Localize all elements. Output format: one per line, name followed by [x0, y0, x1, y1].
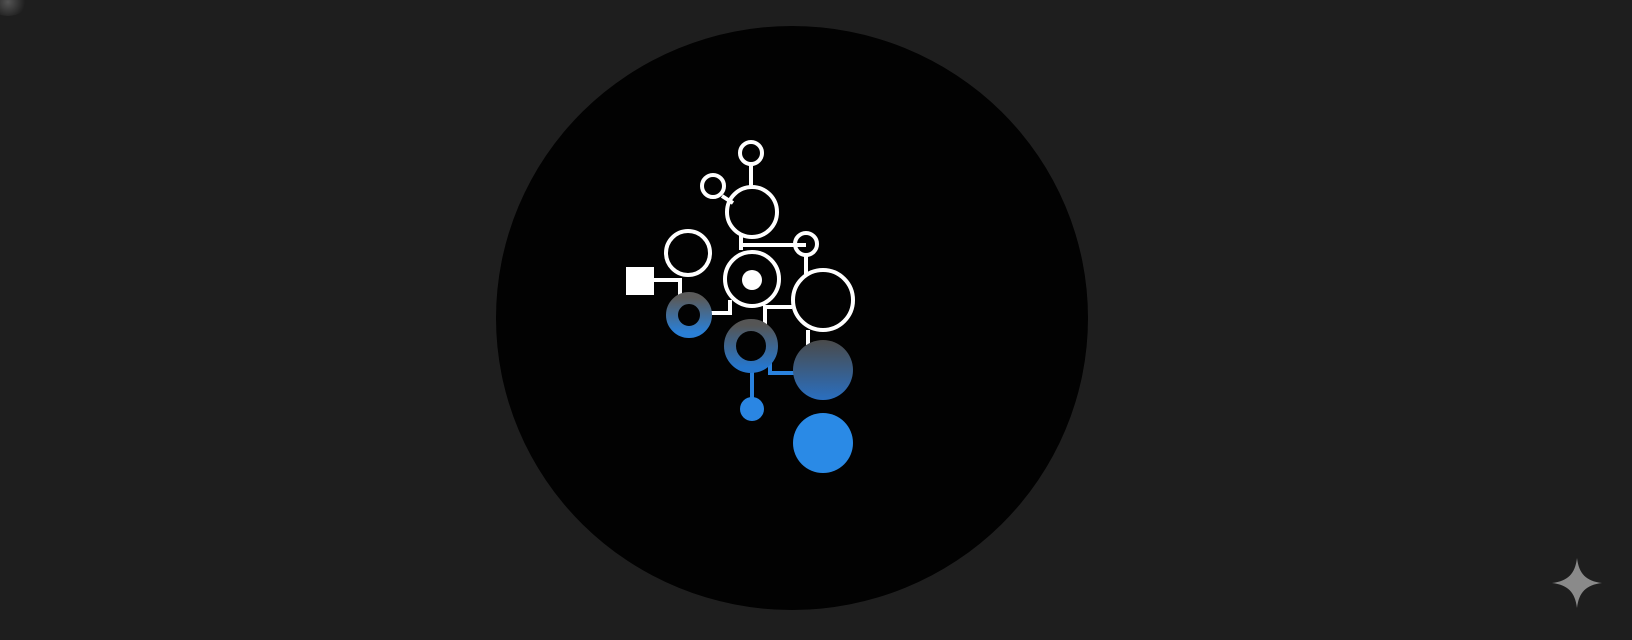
fading-disc	[793, 340, 853, 400]
small-node-right	[793, 231, 819, 257]
small-node-top	[738, 140, 764, 166]
logo-disc	[496, 26, 1088, 610]
small-node-left	[700, 173, 726, 199]
corner-glow	[0, 0, 28, 16]
core-node	[723, 250, 781, 308]
node-left	[664, 229, 712, 277]
fading-ring-left	[666, 292, 712, 338]
core-dot	[742, 270, 762, 290]
square-node	[626, 267, 654, 295]
sparkle-icon	[1552, 558, 1602, 608]
blue-dot	[740, 397, 764, 421]
large-node-right	[791, 268, 855, 332]
fading-ring-center	[724, 319, 778, 373]
blue-disc	[793, 413, 853, 473]
blue-connectors	[750, 362, 795, 400]
white-nodes	[664, 140, 855, 332]
large-node-upper	[725, 185, 779, 239]
